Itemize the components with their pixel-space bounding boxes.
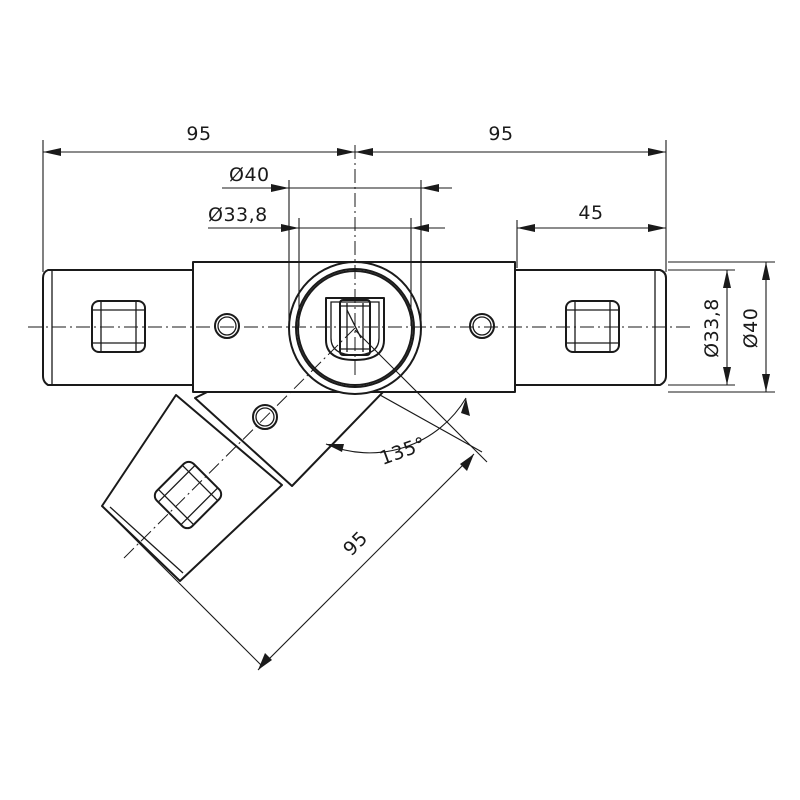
dim-spigot-length: 45: [578, 202, 603, 224]
dim-outer-diameter-side: Ø40: [740, 308, 762, 349]
dimension-lines: [42, 140, 775, 671]
screw-left: [91, 300, 146, 353]
holes: [214, 313, 495, 430]
center-lines: [28, 145, 690, 561]
dim-inner-diameter-top: Ø33,8: [208, 204, 268, 226]
set-screws: [91, 300, 620, 530]
dim-right-length: 95: [488, 123, 513, 145]
hole-right: [469, 313, 495, 339]
dim-branch-length: 95: [339, 527, 372, 560]
hole-left: [214, 313, 240, 339]
dim-left-length: 95: [186, 123, 211, 145]
dim-inner-diameter-side: Ø33,8: [701, 298, 723, 358]
dim-outer-diameter-top: Ø40: [229, 164, 270, 186]
hole-branch: [252, 404, 278, 430]
dim-angle: 135°: [377, 433, 429, 470]
